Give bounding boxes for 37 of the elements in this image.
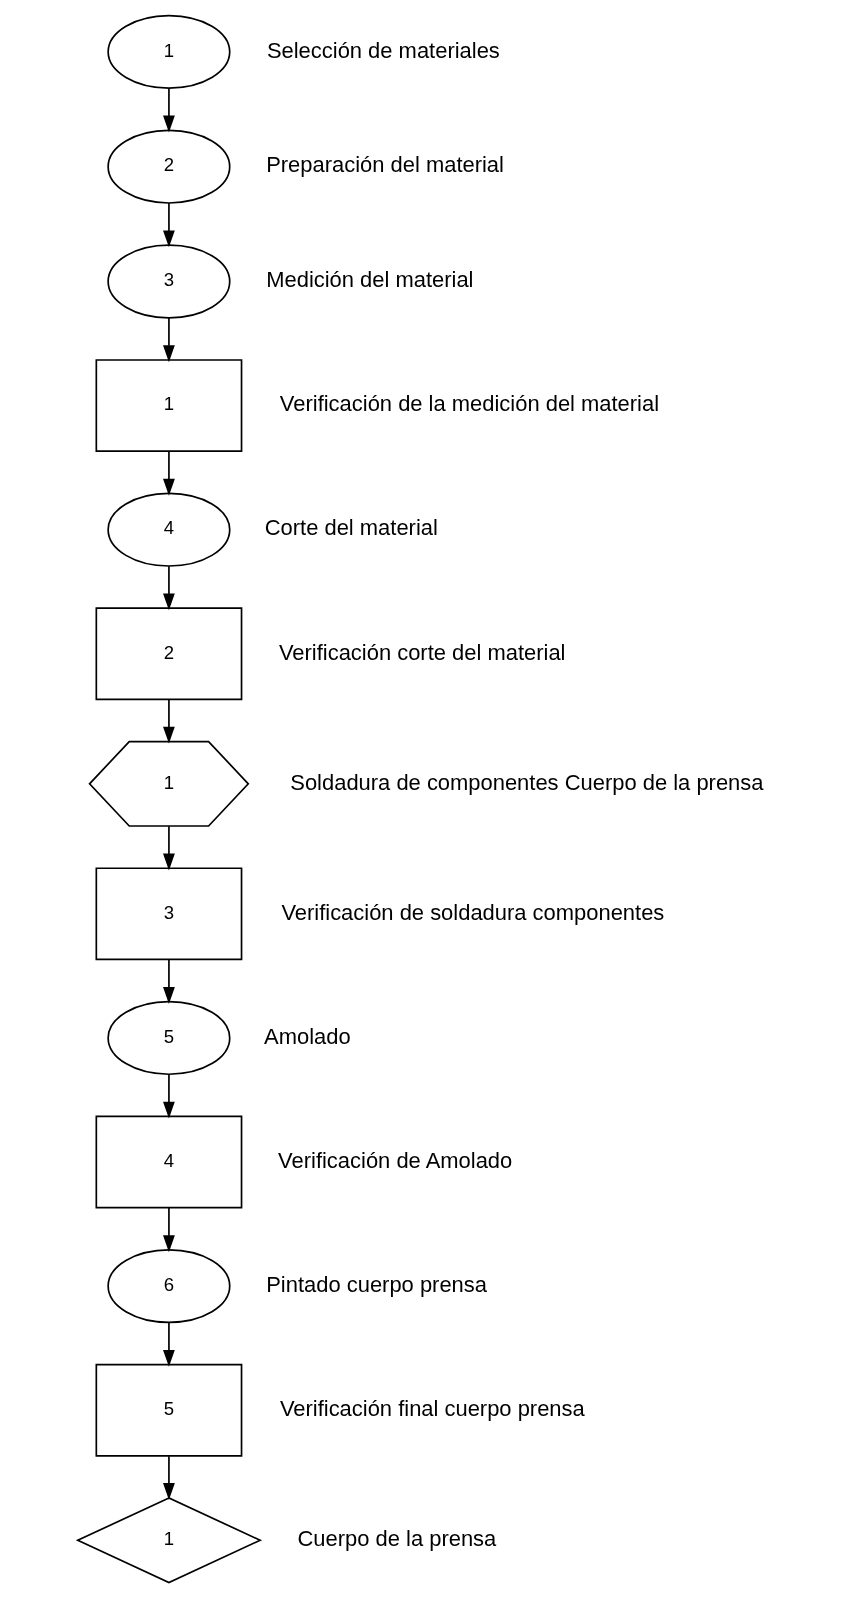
- arrow: [162, 317, 175, 363]
- node-label: Amolado: [263, 1023, 351, 1049]
- node-ellipse: 6: [106, 1248, 231, 1324]
- node-label: Verificación corte del material: [278, 639, 565, 665]
- node-ellipse: 1: [106, 14, 231, 89]
- arrow: [162, 450, 175, 496]
- node-diamond: 1: [75, 1497, 262, 1584]
- node-label: Corte del material: [264, 515, 438, 541]
- node-box: 3: [95, 867, 242, 961]
- node-box: 5: [95, 1363, 242, 1457]
- node-box: 4: [95, 1115, 242, 1209]
- node-label: Medición del material: [265, 267, 474, 293]
- arrow: [162, 1073, 175, 1119]
- node-label: Cuerpo de la prensa: [296, 1525, 496, 1551]
- arrow: [162, 958, 175, 1004]
- node-label: Pintado cuerpo prensa: [265, 1271, 487, 1297]
- node-box: 1: [95, 359, 242, 453]
- node-ellipse: 3: [106, 244, 231, 319]
- arrow: [162, 1455, 175, 1501]
- node-ellipse: 4: [106, 492, 231, 567]
- node-ellipse: 2: [106, 129, 231, 204]
- arrow: [162, 698, 175, 744]
- node-label: Verificación de Amolado: [277, 1147, 512, 1173]
- node-label: Verificación de soldadura componentes: [280, 899, 664, 925]
- arrow: [162, 825, 175, 871]
- node-label: Verificación de la medición del material: [279, 391, 659, 417]
- node-box: 2: [95, 607, 242, 701]
- arrow: [162, 202, 175, 248]
- node-ellipse: 5: [106, 1000, 231, 1076]
- arrow: [162, 565, 175, 611]
- arrow: [162, 87, 175, 133]
- node-label: Selección de materiales: [266, 37, 500, 63]
- node-label: Soldadura de componentes Cuerpo de la prensa: [289, 769, 763, 795]
- arrow: [162, 1321, 175, 1367]
- arrow: [162, 1207, 175, 1253]
- node-label: Verificación final cuerpo prensa: [279, 1395, 585, 1421]
- node-label: Preparación del material: [265, 152, 504, 178]
